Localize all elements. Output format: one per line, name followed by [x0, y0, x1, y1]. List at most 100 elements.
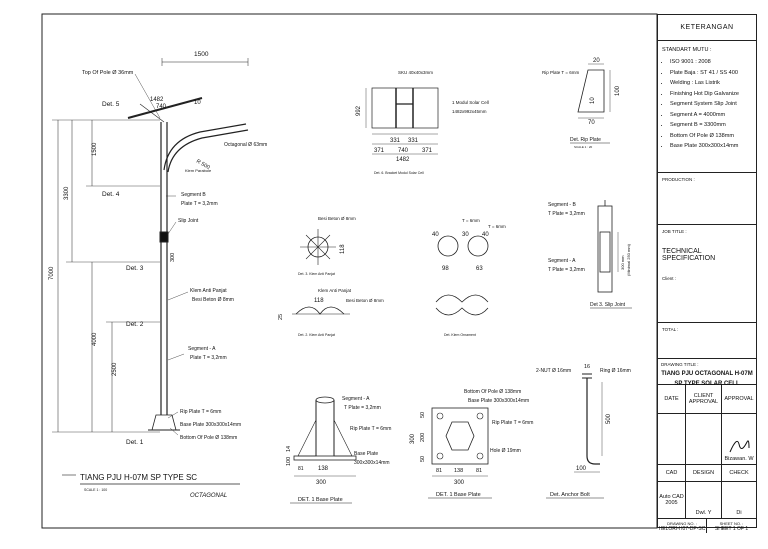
- klem2-25: 25: [278, 314, 284, 320]
- rip-label: Rip Plate T = 6mm: [180, 409, 221, 415]
- list-item: Bottom Of Pole Ø 138mm: [670, 133, 752, 140]
- rip-10: 10: [590, 97, 596, 104]
- sheet-no-label: SHEET NO. :: [719, 520, 744, 526]
- list-item: Base Plate 300x300x14mm: [670, 143, 752, 150]
- det1-base2-caption: DET. 1 Base Plate: [436, 492, 481, 498]
- b1-plate: T Plate = 3,2mm: [344, 405, 381, 411]
- b1-138: 138: [318, 466, 329, 472]
- b2-50a: 50: [420, 412, 426, 418]
- besi8b-label: Besi Beton Ø 8mm: [346, 298, 384, 303]
- list-item: Finishing Hot Dip Galvanize: [670, 91, 752, 98]
- b1-sega: Segment - A: [342, 396, 370, 402]
- job-title: TECHNICAL SPECIFICATION: [662, 248, 716, 262]
- t6b-label: T = 6mm: [488, 224, 506, 229]
- ab-nut: 2-NUT Ø 16mm: [536, 368, 571, 374]
- det1-label: Det. 1: [126, 439, 144, 446]
- octagonal-label: Octagonal Ø 63mm: [224, 142, 267, 148]
- besi8-label: Besi Beton Ø 8mm: [318, 216, 356, 221]
- anchor-caption: Det. Anchor Bolt: [550, 492, 590, 498]
- job-title-cell: JOB TITLE : TECHNICAL SPECIFICATION Clie…: [658, 225, 756, 323]
- ab-100: 100: [576, 466, 587, 472]
- c40b: 40: [482, 232, 489, 238]
- dim-331a: 331: [390, 138, 401, 144]
- drawing-main-title: TIANG PJU H-07M SP TYPE SC: [80, 473, 197, 482]
- base-plate-elevation: [293, 396, 357, 477]
- b2-base: Base Plate 300x300x14mm: [468, 398, 529, 404]
- standart-list: ISO 9001 : 2008 Plate Baja : ST 41 / SS …: [662, 59, 752, 150]
- base-plate-plan: [431, 407, 489, 477]
- anchor-bolt-detail: [574, 373, 603, 473]
- top-pole-label: Top Of Pole Ø 36mm: [82, 70, 134, 76]
- rip-scale: SCALE 1 : 20: [574, 145, 593, 149]
- dim-10: 10: [194, 100, 201, 106]
- dim-740b: 740: [398, 148, 409, 154]
- signature-mark: [729, 440, 750, 453]
- b2-81a: 81: [436, 468, 442, 474]
- b2-50b: 50: [420, 456, 426, 462]
- b1-rip: Rip Plate T = 6mm: [350, 426, 391, 432]
- b1-14: 14: [286, 446, 292, 452]
- rip-70: 70: [588, 120, 595, 126]
- klem-orn-caption: Det. Klem Ornament: [444, 333, 476, 337]
- design-value: Dwl. Y: [686, 482, 722, 518]
- b2-hole: Hole Ø 19mm: [490, 448, 521, 454]
- client-label: Client :: [662, 276, 677, 281]
- det5-label: Det. 5: [102, 101, 120, 108]
- sj-platea: T Plate = 3,2mm: [548, 267, 585, 273]
- rip-plate-detail: [577, 63, 611, 119]
- dim-2500: 2500: [112, 362, 118, 376]
- date-header: DATE: [658, 385, 686, 413]
- approval-grid: DATE CLIENT APPROVAL APPROVAL Bizawan. W…: [658, 385, 756, 533]
- cad-header: CAD: [658, 465, 686, 481]
- sj-plateb: T Plate = 3,2mm: [548, 211, 585, 217]
- dim-3300: 3300: [64, 186, 70, 200]
- job-title-label: JOB TITLE :: [662, 229, 687, 234]
- rip-caption: Det. Rip Plate: [570, 137, 601, 143]
- b2-bottom: Bottom Of Pole Ø 138mm: [464, 389, 521, 395]
- autocad-value: Auto CAD 2005: [658, 482, 686, 518]
- client-approval-header: CLIENT APPROVAL: [686, 385, 722, 413]
- signature-cell: Bizawan. W: [722, 414, 756, 464]
- b1-300: 300: [316, 480, 327, 486]
- bracket-modul: 1 Modul Solar Cell: [452, 100, 489, 105]
- list-item: ISO 9001 : 2008: [670, 59, 752, 66]
- klem2-118: 118: [314, 298, 324, 304]
- check-header: CHECK: [729, 470, 749, 476]
- drawing-no-label: DRAWING NO. :: [667, 520, 697, 526]
- bracket-caption: Det. 6. Bracket Modul Solar Cell: [374, 171, 424, 175]
- besi-label: Besi Beton Ø 8mm: [192, 297, 234, 303]
- b2-300v: 300: [410, 433, 416, 444]
- c30: 30: [462, 232, 469, 238]
- dim-740: 740: [156, 104, 167, 110]
- sheet-no-cell: SHEET NO. : SHEET 1 OF 1: [707, 519, 756, 533]
- title-scale: SCALE 1 : 100: [84, 488, 107, 492]
- dim-4000: 4000: [92, 332, 98, 346]
- design-header: DESIGN: [686, 465, 722, 481]
- ab-ring: Ring Ø 16mm: [600, 368, 631, 374]
- sega-label: Segment - A: [188, 346, 216, 352]
- drawing-title: TIANG PJU OCTAGONAL H-07M SP TYPE SOLAR …: [661, 371, 753, 387]
- b1-100: 100: [286, 457, 292, 466]
- drawing-no-cell: DRAWING NO. : HELORI-H07-DP-SC: [658, 519, 707, 533]
- bracket-size: 1482x992x45mm: [452, 109, 487, 114]
- check-value: Di: [736, 510, 742, 516]
- klem-anti-label: Klem Anti Panjat: [190, 288, 227, 294]
- bottom-label: Bottom Of Pole Ø 138mm: [180, 435, 237, 441]
- title-block: KETERANGAN STANDART MUTU : ISO 9001 : 20…: [657, 14, 757, 533]
- slip-caption: Det 3. Slip Joint: [590, 302, 626, 308]
- det2-label: Det. 2: [126, 321, 144, 328]
- rip-20: 20: [593, 58, 600, 64]
- dim-7000: 7000: [49, 266, 55, 280]
- approval-header: APPROVAL: [724, 396, 754, 402]
- dim-1482b: 1482: [396, 157, 410, 163]
- list-item: Segment B = 3300mm: [670, 122, 752, 129]
- dim-300: 300: [170, 253, 176, 262]
- drawing-title-label: DRAWING TITLE :: [661, 362, 699, 367]
- klem2-caption: Det. 2. Klem Anti Panjat: [298, 333, 335, 337]
- bracket-sku: SKU 40x40x3mm: [398, 70, 433, 75]
- dim-992: 992: [356, 105, 362, 116]
- klem2-label: Klem Anti Panjat: [318, 288, 352, 293]
- dim-371a: 371: [374, 148, 385, 154]
- ab-500: 500: [606, 413, 612, 424]
- b1-81: 81: [298, 466, 304, 472]
